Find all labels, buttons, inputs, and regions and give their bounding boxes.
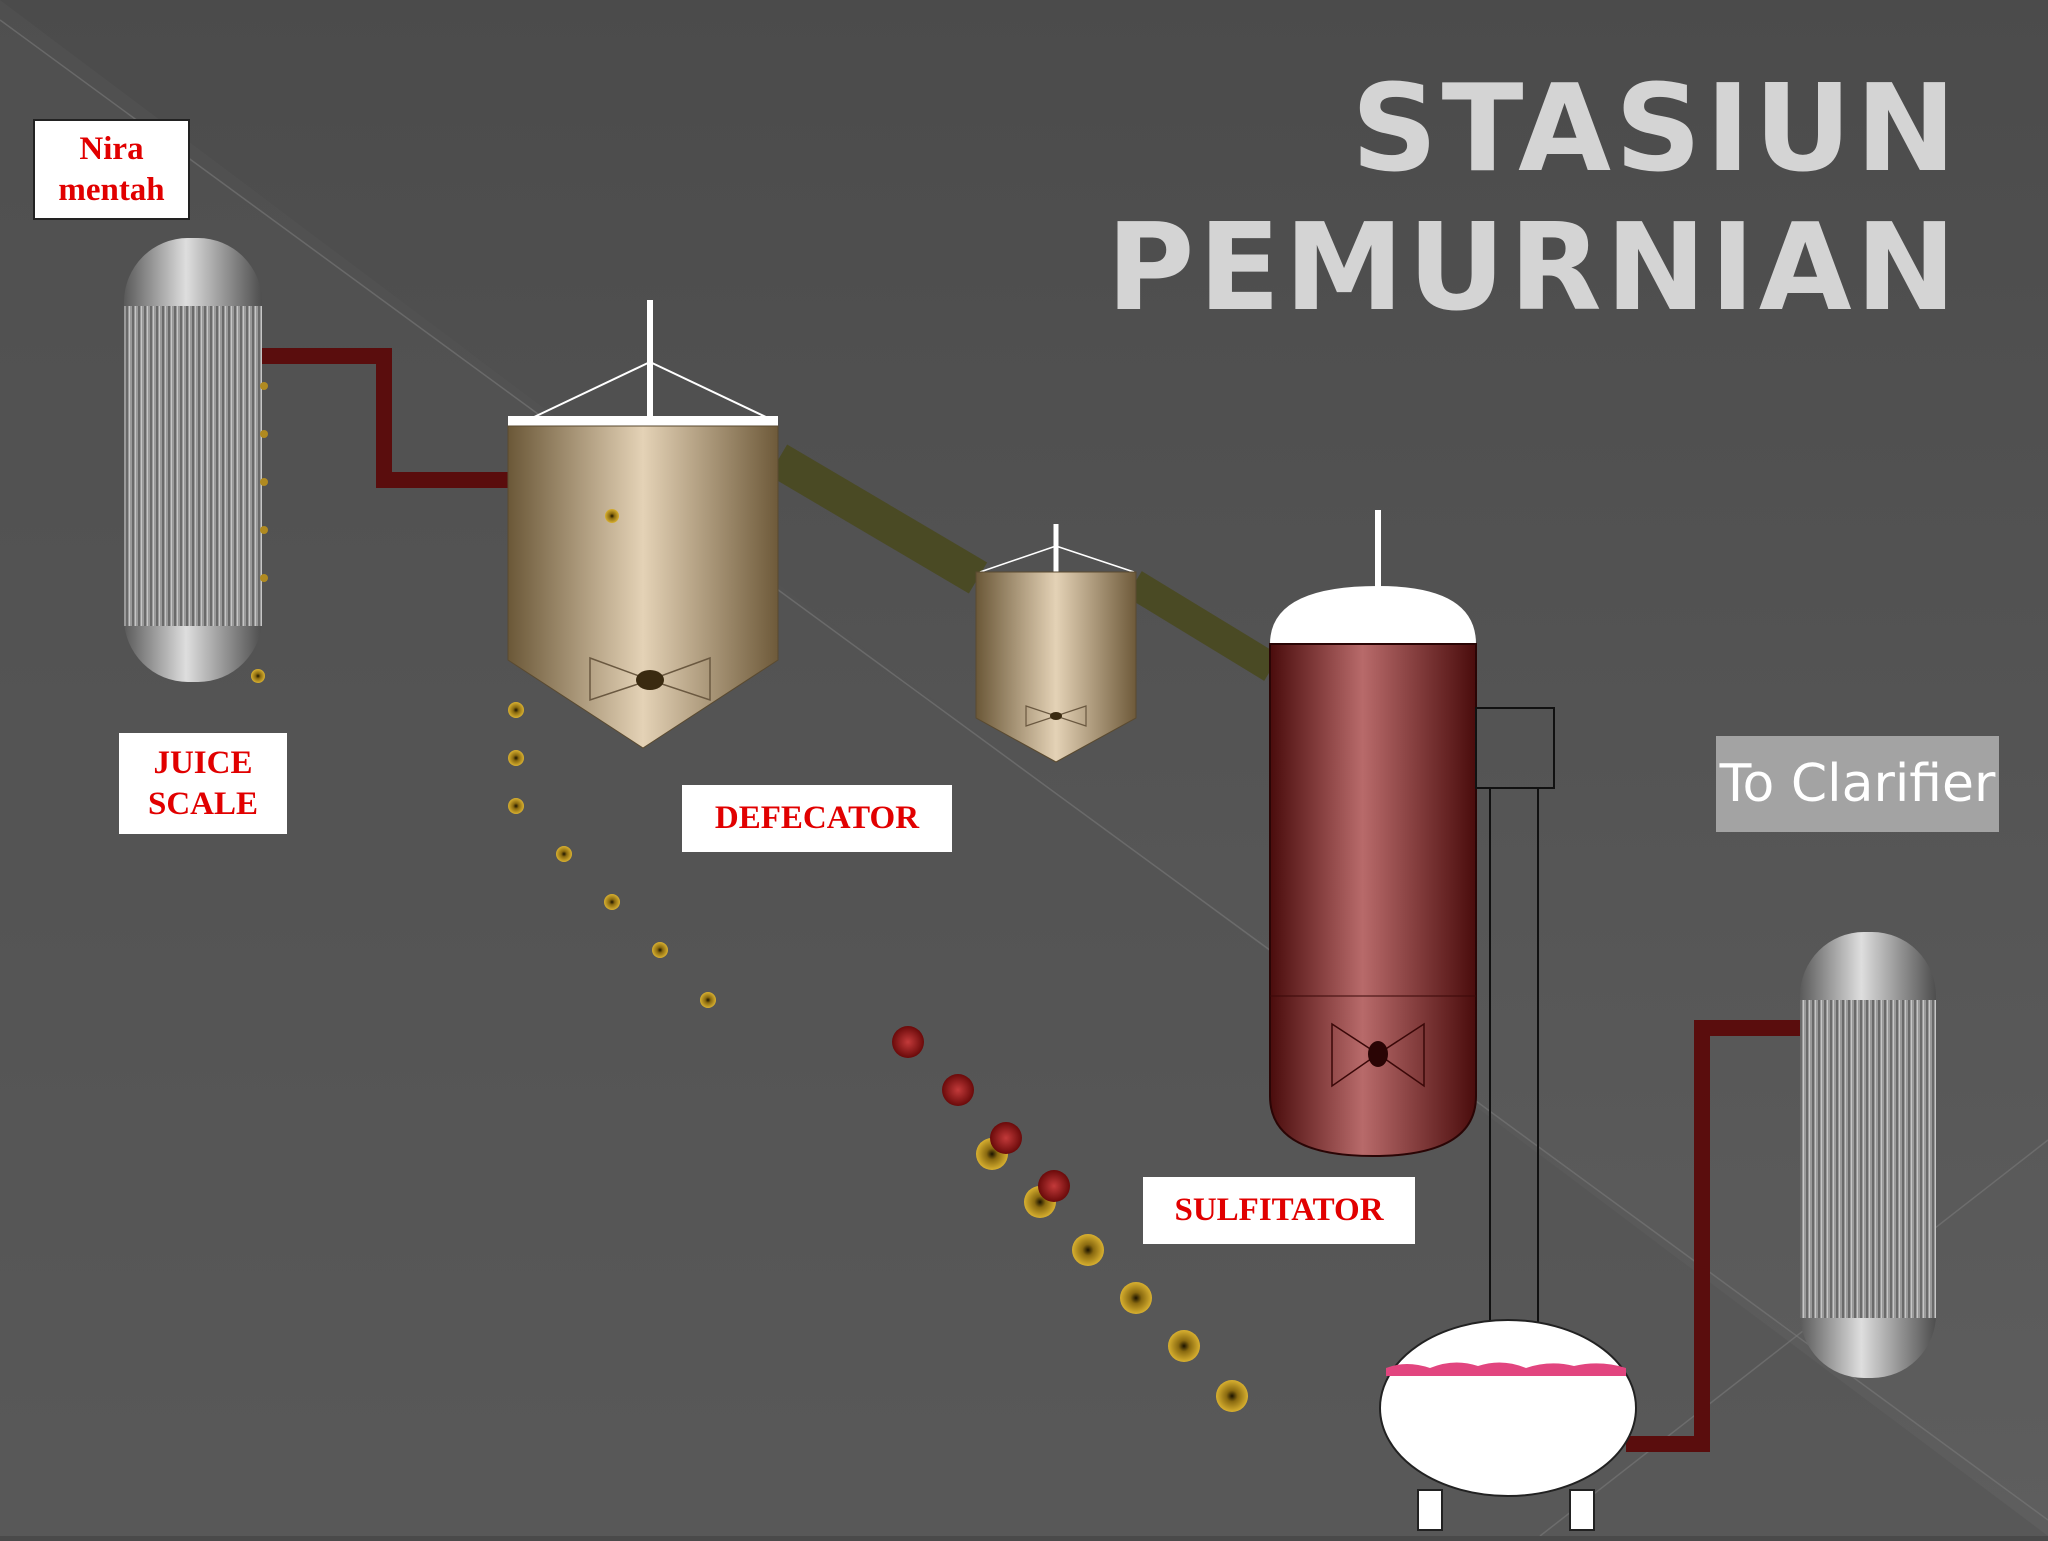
pipe-tank-to-heater bbox=[1626, 1020, 1800, 1452]
label-to-clarifier: To Clarifier bbox=[1716, 736, 1999, 832]
label-nira-mentah: Nira mentah bbox=[33, 119, 190, 220]
label-sulfitator: SULFITATOR bbox=[1143, 1177, 1415, 1244]
small-settling-tank bbox=[975, 524, 1137, 763]
label-defecator-text: DEFECATOR bbox=[714, 800, 920, 836]
label-nira-mentah-text: Nira mentah bbox=[58, 130, 165, 208]
collecting-tank bbox=[1379, 1319, 1637, 1531]
defecator-tank bbox=[507, 300, 779, 749]
juice-scale-heater bbox=[124, 238, 268, 683]
pipe-second-tank-to-sulfitator bbox=[1126, 571, 1280, 681]
label-defecator: DEFECATOR bbox=[682, 785, 952, 852]
label-sulfitator-text: SULFITATOR bbox=[1174, 1192, 1384, 1228]
pipe-defecator-to-second-tank bbox=[768, 444, 988, 594]
label-juice-scale: JUICE SCALE bbox=[119, 733, 287, 834]
label-to-clarifier-text: To Clarifier bbox=[1719, 754, 1996, 814]
clarifier-heater bbox=[1800, 932, 1936, 1378]
background-diagonal-line bbox=[1539, 1139, 2048, 1537]
label-juice-scale-text: JUICE SCALE bbox=[147, 744, 259, 822]
page-title: STASIUN PEMURNIAN bbox=[1106, 60, 1960, 338]
sulfitator-tank bbox=[1269, 510, 1555, 1324]
pipe-juice-scale-to-defecator bbox=[262, 348, 510, 488]
juice-flow-drops bbox=[508, 702, 1248, 1412]
